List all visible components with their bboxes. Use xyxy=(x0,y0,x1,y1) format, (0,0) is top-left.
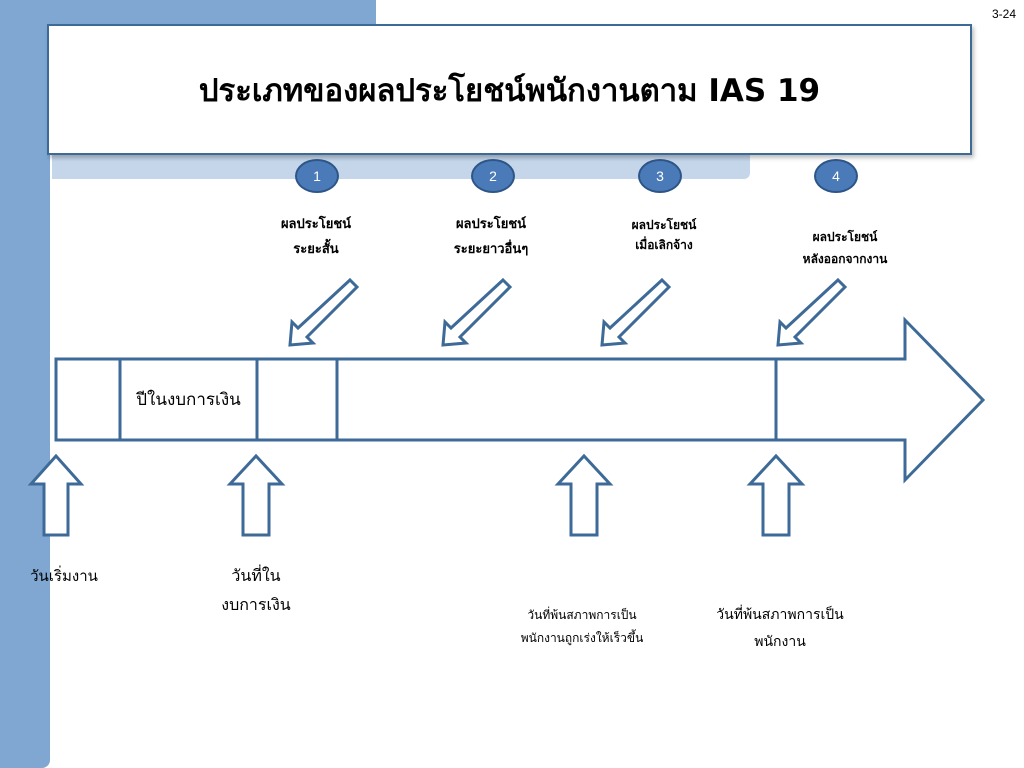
label-line1: วันเริ่มงาน xyxy=(30,567,98,585)
category-post-employment: ผลประโยชน์ หลังออกจากงาน xyxy=(770,227,920,270)
label-line1: วันที่ใน xyxy=(231,566,281,585)
label-start-date: วันเริ่มงาน xyxy=(14,563,114,590)
category-line2: ระยะสั้น xyxy=(293,241,339,257)
diagonal-arrow-3 xyxy=(600,277,672,347)
category-other-long-term: ผลประโยชน์ ระยะยาวอื่นๆ xyxy=(421,213,561,262)
diagonal-arrow-2 xyxy=(441,277,513,347)
category-line1: ผลประโยชน์ xyxy=(812,230,878,244)
title-under-strip xyxy=(52,154,750,179)
category-line2: หลังออกจากงาน xyxy=(802,251,888,266)
up-arrow-report-date xyxy=(226,453,286,537)
diagonal-arrow-1 xyxy=(288,277,360,347)
page-number: 3-24 xyxy=(991,7,1016,21)
badge-1: 1 xyxy=(295,159,339,193)
category-line1: ผลประโยชน์ xyxy=(631,218,697,232)
category-line2: เมื่อเลิกจ้าง xyxy=(635,238,693,253)
category-line2: ระยะยาวอื่นๆ xyxy=(453,241,529,257)
title-box: ประเภทของผลประโยชน์พนักงานตาม IAS 19 xyxy=(47,24,972,155)
up-arrow-termination xyxy=(746,453,806,537)
up-arrow-accelerated xyxy=(554,453,614,537)
financial-year-label: ปีในงบการเงิน xyxy=(136,390,241,410)
label-line1: วันที่พ้นสภาพการเป็น xyxy=(716,607,844,623)
label-termination-date: วันที่พ้นสภาพการเป็น พนักงาน xyxy=(700,602,860,655)
label-line1: วันที่พ้นสภาพการเป็น xyxy=(527,608,637,622)
badge-2: 2 xyxy=(471,159,515,193)
category-termination: ผลประโยชน์ เมื่อเลิกจ้าง xyxy=(594,215,734,256)
category-line1: ผลประโยชน์ xyxy=(280,217,352,232)
up-arrow-start xyxy=(27,453,85,537)
financial-year-box xyxy=(118,357,259,442)
label-line2: พนักงาน xyxy=(754,633,806,650)
category-line1: ผลประโยชน์ xyxy=(455,217,527,232)
left-decor-bar xyxy=(0,0,50,768)
label-line2: งบการเงิน xyxy=(221,594,291,614)
badge-3: 3 xyxy=(638,159,682,193)
label-report-date: วันที่ใน งบการเงิน xyxy=(196,562,316,620)
label-accelerated-termination: วันที่พ้นสภาพการเป็น พนักงานถูกเร่งให้เร… xyxy=(497,604,667,650)
diagonal-arrow-4 xyxy=(776,277,848,347)
page-title: ประเภทของผลประโยชน์พนักงานตาม IAS 19 xyxy=(198,72,821,109)
badge-4: 4 xyxy=(814,159,858,193)
label-line2: พนักงานถูกเร่งให้เร็วขึ้น xyxy=(520,630,644,645)
category-short-term: ผลประโยชน์ ระยะสั้น xyxy=(246,213,386,262)
